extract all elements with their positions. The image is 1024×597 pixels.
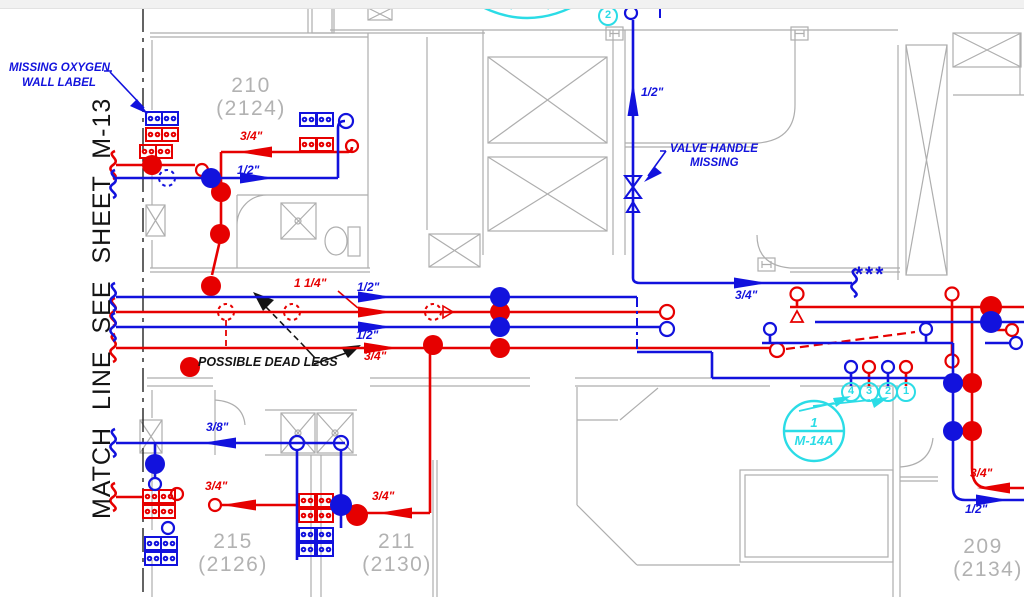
pipe-size-label: 1/2" xyxy=(965,502,988,516)
keynote-tag-number: 4 xyxy=(847,385,855,398)
flow-arrow xyxy=(222,146,1010,519)
detail-callout-bubble xyxy=(782,399,846,463)
pipe-size-label: 3/4" xyxy=(240,129,263,143)
pipe-size-label: 1/2" xyxy=(641,85,664,99)
keynote-tag-number: 2 xyxy=(604,9,612,22)
pipe-size-label: 1/2" xyxy=(237,163,260,177)
room-215-number: 215 xyxy=(213,530,253,553)
blue-valve-dot xyxy=(145,168,1002,516)
valve-symbol xyxy=(623,175,643,213)
riser-symbol xyxy=(424,303,455,321)
flow-arrow xyxy=(202,82,1008,506)
riser-symbol xyxy=(283,303,301,321)
keynote-tag-number: 2 xyxy=(884,385,892,398)
pipe-size-label: 3/4" xyxy=(735,288,758,302)
missing-oxygen-note-line1: MISSING OXYGEN xyxy=(9,62,110,74)
pipe-size-label: 3/4" xyxy=(372,489,395,503)
valve-handle-note-line1: VALVE HANDLE xyxy=(670,143,758,155)
keynote-tag-number: 1 xyxy=(902,385,910,398)
keynote-tag xyxy=(896,382,916,402)
room-210-code: (2124) xyxy=(216,97,286,120)
architecture-walls xyxy=(139,7,1024,597)
room-215-code: (2126) xyxy=(198,553,268,576)
pipe-size-label: 3/8" xyxy=(206,420,229,434)
room-211-code: (2130) xyxy=(362,553,432,576)
room-209-number: 209 xyxy=(963,535,1003,558)
valve-handle-note-line2: MISSING xyxy=(690,157,739,169)
detail-callout-number: 1 xyxy=(810,415,818,431)
keynote-tag-number: 3 xyxy=(865,385,873,398)
pipe-size-label: 3/4" xyxy=(970,466,993,480)
pipe-size-label: 1/2" xyxy=(356,328,379,342)
annotation-leader xyxy=(104,70,667,182)
blue-pipe-system xyxy=(104,5,1024,566)
pipe-size-label: 1/2" xyxy=(357,280,380,294)
room-210-number: 210 xyxy=(231,74,271,97)
detail-callout-sheet: M-14A xyxy=(794,433,834,449)
oxygen-outlet-cluster xyxy=(139,127,334,523)
red-valve-dot xyxy=(142,155,1002,526)
match-line-label: MATCH LINE SEE SHEET M-13 xyxy=(88,97,116,519)
pipe-size-label: 1 1/4" xyxy=(294,276,327,290)
riser-symbol xyxy=(217,303,235,321)
leader-arrowhead xyxy=(253,292,274,311)
continuation-stars: *** xyxy=(854,263,885,286)
bottom-margin xyxy=(0,0,1024,9)
riser-symbol xyxy=(158,169,176,187)
dead-legs-note: POSSIBLE DEAD LEGS xyxy=(198,355,338,369)
room-211-number: 211 xyxy=(378,530,416,553)
missing-oxygen-note-line2: WALL LABEL xyxy=(22,77,96,89)
room-209-code: (2134) xyxy=(953,558,1023,581)
pipe-size-label: 3/4" xyxy=(364,349,387,363)
pipe-size-label: 3/4" xyxy=(205,479,228,493)
